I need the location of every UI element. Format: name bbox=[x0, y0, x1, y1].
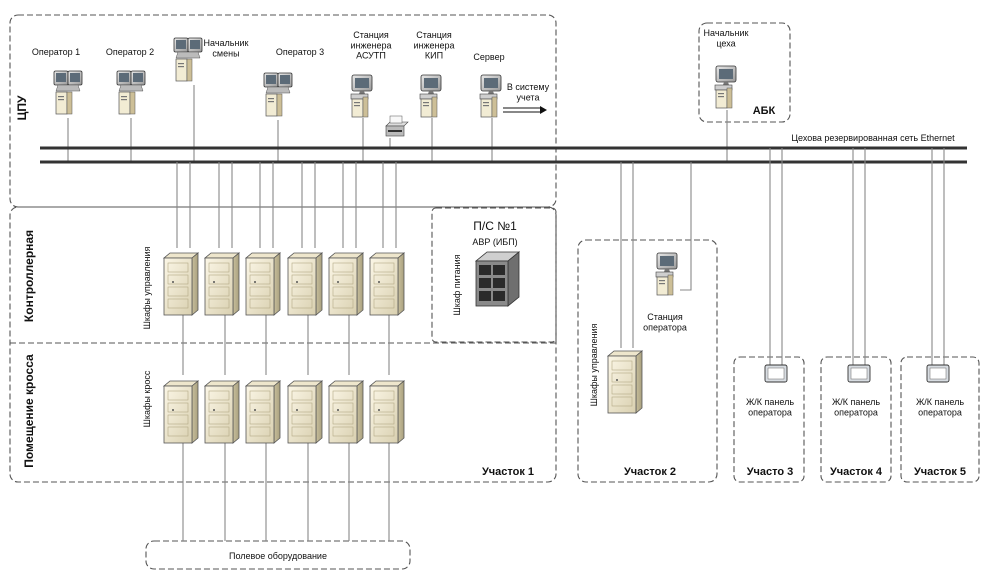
cabinet-icon bbox=[369, 380, 405, 444]
label-cross-cabinets: Шкафы кросс bbox=[142, 370, 152, 427]
label-line: Ж/К панель bbox=[746, 397, 794, 407]
label-operator3: Оператор 3 bbox=[276, 47, 324, 57]
label-line: Станция bbox=[416, 30, 452, 40]
cabinet-wires bbox=[176, 162, 397, 541]
label-section1: Участок 1 bbox=[482, 466, 534, 478]
accounting-arrow bbox=[503, 106, 547, 114]
label-control-cabinets: Шкафы управления bbox=[142, 246, 152, 329]
label-line: оператора bbox=[918, 407, 962, 417]
label-line: Начальник bbox=[704, 28, 749, 38]
cabinet-icon bbox=[245, 252, 281, 316]
label-line: Оператор 1 bbox=[32, 47, 80, 57]
label-section4: Участок 4 bbox=[830, 466, 883, 478]
section5-box bbox=[900, 356, 980, 483]
label-line: смены bbox=[212, 48, 239, 58]
label-line: Станция bbox=[647, 312, 683, 322]
label-line: Начальник bbox=[204, 38, 249, 48]
label-field-equipment: Полевое оборудование bbox=[229, 551, 327, 561]
abk-box bbox=[698, 22, 791, 123]
workstation-operator1-icon bbox=[53, 70, 83, 115]
station-operator-icon bbox=[655, 252, 678, 296]
cpu-zone-box bbox=[9, 14, 557, 208]
label-network: Цехова резервированная сеть Ethernet bbox=[791, 133, 955, 143]
label-line: Ж/К панель bbox=[832, 397, 880, 407]
label-substation: П/С №1 bbox=[473, 219, 517, 233]
label-zone-cpu: ЦПУ bbox=[15, 95, 29, 120]
workstation-wires bbox=[67, 85, 728, 162]
section2-box bbox=[577, 239, 718, 483]
label-section3: Участо 3 bbox=[747, 466, 794, 478]
workstation-operator2-icon bbox=[116, 70, 146, 115]
label-line: Станция bbox=[353, 30, 389, 40]
cabinet-icon bbox=[163, 380, 199, 444]
label-operator2: Оператор 2 bbox=[106, 47, 154, 57]
cabinet-icon bbox=[245, 380, 281, 444]
section1-box bbox=[9, 206, 557, 483]
label-line: учета bbox=[517, 92, 540, 102]
workstation-asutp-icon bbox=[350, 74, 373, 118]
label-line: оператора bbox=[643, 322, 687, 332]
label-line: инженера bbox=[413, 40, 454, 50]
label-section2-cabinets: Шкафы управления bbox=[589, 323, 599, 406]
workstation-chief-icon bbox=[714, 65, 737, 109]
label-section5: Участок 5 bbox=[914, 466, 966, 478]
label-section2: Участок 2 bbox=[624, 466, 676, 478]
label-line: КИП bbox=[425, 51, 443, 61]
label-line: Сервер bbox=[473, 52, 504, 62]
label-server: Сервер bbox=[473, 52, 504, 62]
section3-box bbox=[733, 356, 805, 483]
label-controller-room: Контроллерная bbox=[22, 230, 36, 322]
label-line: Оператор 2 bbox=[106, 47, 154, 57]
workstation-operator3-icon bbox=[263, 72, 293, 117]
cross-cabinets bbox=[163, 380, 405, 444]
section4-box bbox=[820, 356, 892, 483]
label-line: В систему bbox=[507, 82, 550, 92]
label-line: Ж/К панель bbox=[916, 397, 964, 407]
section2-cabinet-icon bbox=[607, 350, 643, 414]
label-line: оператора bbox=[748, 407, 792, 417]
cabinet-icon bbox=[287, 380, 323, 444]
cabinet-icon bbox=[369, 252, 405, 316]
server-icon bbox=[479, 74, 502, 118]
label-power-cabinet: Шкаф питания bbox=[452, 254, 462, 315]
lcd-panel-icon bbox=[926, 364, 950, 383]
cabinet-icon bbox=[163, 252, 199, 316]
label-zone-abk: АБК bbox=[753, 105, 776, 117]
label-line: АСУТП bbox=[356, 51, 386, 61]
workstation-shift-chief-icon bbox=[173, 37, 203, 82]
cabinet-icon bbox=[328, 380, 364, 444]
label-line: Оператор 3 bbox=[276, 47, 324, 57]
label-ups: АВР (ИБП) bbox=[472, 237, 517, 247]
workstation-kip-icon bbox=[419, 74, 442, 118]
field-box bbox=[145, 540, 411, 570]
lcd-panel-icon bbox=[764, 364, 788, 383]
label-cross-room: Помещение кросса bbox=[22, 354, 36, 468]
label-line: инженера bbox=[350, 40, 391, 50]
power-box bbox=[431, 207, 557, 343]
cabinet-icon bbox=[287, 252, 323, 316]
cabinet-icon bbox=[204, 380, 240, 444]
remote-wires bbox=[620, 148, 945, 366]
lcd-panel-icon bbox=[847, 364, 871, 383]
cabinet-icon bbox=[204, 252, 240, 316]
label-operator1: Оператор 1 bbox=[32, 47, 80, 57]
printer-icon bbox=[385, 115, 409, 137]
control-cabinets bbox=[163, 252, 405, 316]
ups-cabinet-icon bbox=[474, 251, 521, 307]
cabinet-icon bbox=[328, 252, 364, 316]
label-line: цеха bbox=[716, 38, 735, 48]
label-line: оператора bbox=[834, 407, 878, 417]
